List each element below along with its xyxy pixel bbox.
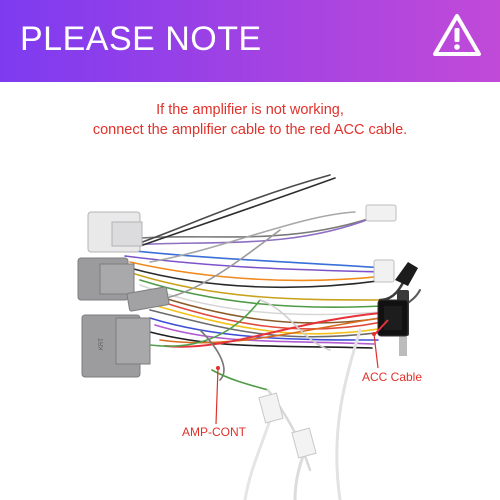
amp-cont-label: AMP-CONT (180, 425, 248, 439)
warning-triangle-icon (433, 14, 481, 56)
note-line-1: If the amplifier is not working, (156, 102, 344, 118)
please-note-banner: PLEASE NOTE (0, 0, 500, 82)
amplifier-note: If the amplifier is not working, connect… (0, 100, 500, 140)
note-line-2: connect the amplifier cable to the red A… (92, 122, 408, 138)
acc-cable-label: ACC Cable (360, 370, 425, 384)
banner-title: PLEASE NOTE (20, 20, 262, 58)
svg-text:KRT: KRT (99, 338, 105, 350)
wiring-harness-photo: KRT (77, 174, 421, 500)
